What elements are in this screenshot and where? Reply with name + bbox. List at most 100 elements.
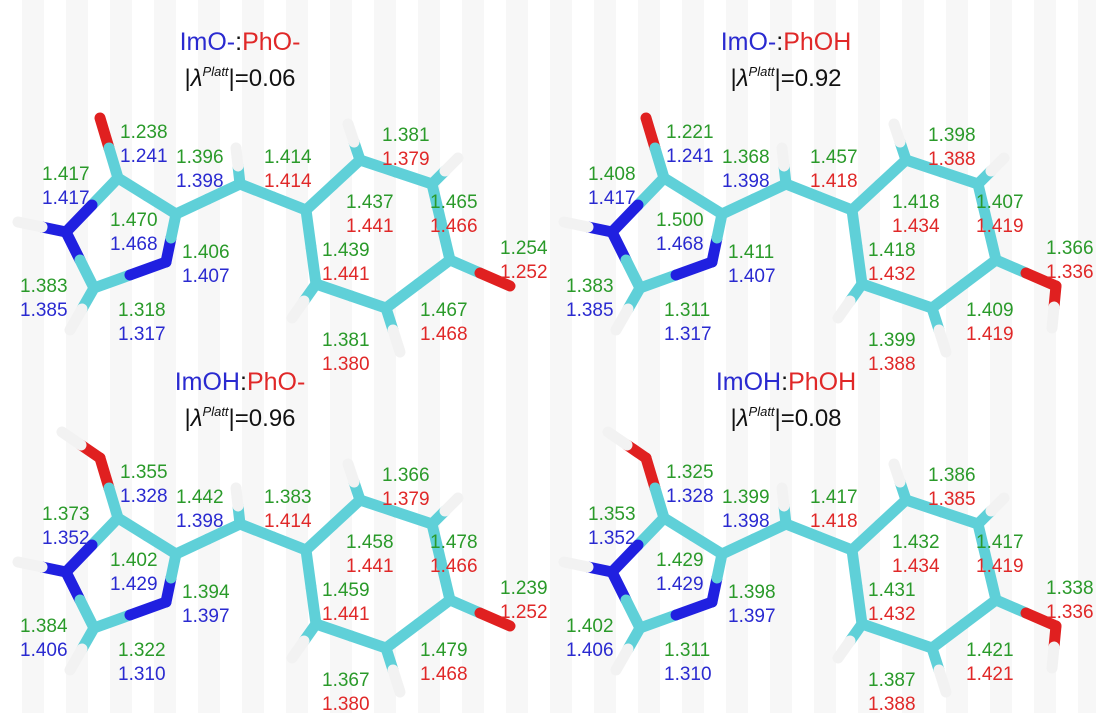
bond-half <box>900 154 948 178</box>
panel-title: ImO-:PhO- <box>180 28 301 56</box>
title-separator: : <box>776 28 783 56</box>
title-separator: : <box>240 368 247 396</box>
bond-length-label: 1.406 <box>566 640 614 661</box>
bond-length-label: 1.241 <box>120 146 168 167</box>
bond-length-label: 1.310 <box>118 664 166 685</box>
panel-title: ImO-:PhOH <box>721 28 852 56</box>
bond-length-label: 1.368 <box>722 147 770 168</box>
bond-length-label: 1.394 <box>182 582 230 603</box>
bond-half <box>60 199 98 238</box>
bond-length-label: 1.388 <box>868 694 916 713</box>
bond-length-label: 1.311 <box>664 640 710 661</box>
lambda-value: |λPlatt|=0.96 <box>184 404 295 432</box>
bond-length-label: 1.419 <box>976 216 1024 237</box>
bond-length-label: 1.467 <box>420 300 468 321</box>
bond-half <box>634 269 682 294</box>
bond-length-label: 1.383 <box>20 276 68 297</box>
bond-length-label: 1.478 <box>430 532 478 553</box>
bond-half <box>234 178 279 203</box>
bond-length-label: 1.406 <box>182 242 230 263</box>
bond-length-label: 1.417 <box>810 487 858 508</box>
bond-half <box>56 426 87 451</box>
bond-half <box>170 533 214 560</box>
title-imidazole: ImO- <box>180 28 236 56</box>
bond-length-label: 1.441 <box>322 264 370 285</box>
bond-half <box>342 118 360 148</box>
molecule-bonds <box>12 426 516 698</box>
bond-length-label: 1.384 <box>20 616 68 637</box>
bond-length-label: 1.310 <box>664 664 712 685</box>
bond-half <box>267 191 312 216</box>
bond-length-label: 1.328 <box>666 486 714 507</box>
title-separator: : <box>235 28 242 56</box>
bond-half <box>634 609 682 634</box>
bond-half <box>426 518 447 568</box>
bond-length-label: 1.402 <box>110 550 158 571</box>
bond-length-label: 1.386 <box>928 465 976 486</box>
bond-half <box>933 324 952 358</box>
bond-length-label: 1.470 <box>110 210 158 231</box>
bond-length-label: 1.407 <box>976 192 1024 213</box>
bond-length-label: 1.336 <box>1046 602 1094 623</box>
bond-half <box>124 596 172 621</box>
bond-half <box>832 635 856 664</box>
bond-length-label: 1.417 <box>42 188 90 209</box>
bond-half <box>170 193 214 220</box>
bond-half <box>88 609 136 634</box>
bond-half <box>435 216 456 266</box>
bond-length-label: 1.322 <box>118 640 166 661</box>
bond-half <box>716 193 760 220</box>
bond-half <box>972 178 993 228</box>
panel-4: ImOH:PhOH|λPlatt|=0.081.3251.3281.3531.3… <box>558 368 1094 713</box>
bond-length-label: 1.411 <box>728 242 774 263</box>
bond-half <box>687 530 728 560</box>
bond-half <box>354 154 402 178</box>
bond-half <box>926 278 970 314</box>
bond-length-label: 1.328 <box>120 486 168 507</box>
bond-half <box>851 581 868 630</box>
panel-title: ImOH:PhO- <box>175 368 306 396</box>
bond-length-label: 1.317 <box>664 324 712 345</box>
bond-half <box>936 506 984 530</box>
bond-length-label: 1.398 <box>728 582 776 603</box>
bond-length-label: 1.366 <box>1046 238 1094 259</box>
bond-length-label: 1.418 <box>892 192 940 213</box>
bond-length-label: 1.241 <box>666 146 714 167</box>
bond-length-label: 1.380 <box>322 354 370 375</box>
bond-half <box>327 494 366 531</box>
bond-half <box>888 458 906 488</box>
bond-half <box>856 618 903 642</box>
bond-half <box>832 295 856 324</box>
bond-length-label: 1.385 <box>566 300 614 321</box>
bond-half <box>141 530 182 560</box>
bond-length-label: 1.414 <box>264 171 312 192</box>
bond-half <box>687 190 728 220</box>
bond-length-label: 1.409 <box>966 300 1014 321</box>
bond-length-label: 1.338 <box>1046 578 1094 599</box>
bond-length-label: 1.366 <box>382 465 430 486</box>
bond-half <box>286 295 310 324</box>
bond-length-label: 1.355 <box>120 462 168 483</box>
bond-length-label: 1.398 <box>722 511 770 532</box>
bond-half <box>658 172 699 202</box>
bond-length-label: 1.379 <box>382 149 430 170</box>
bond-length-label: 1.432 <box>868 604 916 625</box>
lambda-value: |λPlatt|=0.08 <box>730 404 841 432</box>
bond-length-label: 1.381 <box>322 330 370 351</box>
bond-length-label: 1.383 <box>264 487 312 508</box>
bond-length-label: 1.352 <box>588 528 636 549</box>
bond-length-label: 1.252 <box>500 262 548 283</box>
bond-length-label: 1.421 <box>966 640 1014 661</box>
bond-length-label: 1.414 <box>264 511 312 532</box>
bond-half <box>435 556 456 606</box>
bond-half <box>936 166 984 190</box>
bond-half <box>846 179 885 216</box>
bond-half <box>387 324 406 358</box>
bond-half <box>286 635 310 664</box>
bond-length-label: 1.429 <box>656 550 704 571</box>
bond-half <box>958 594 1002 630</box>
bond-length-label: 1.388 <box>928 149 976 170</box>
bond-half <box>88 269 136 294</box>
bond-length-label: 1.397 <box>182 606 230 627</box>
